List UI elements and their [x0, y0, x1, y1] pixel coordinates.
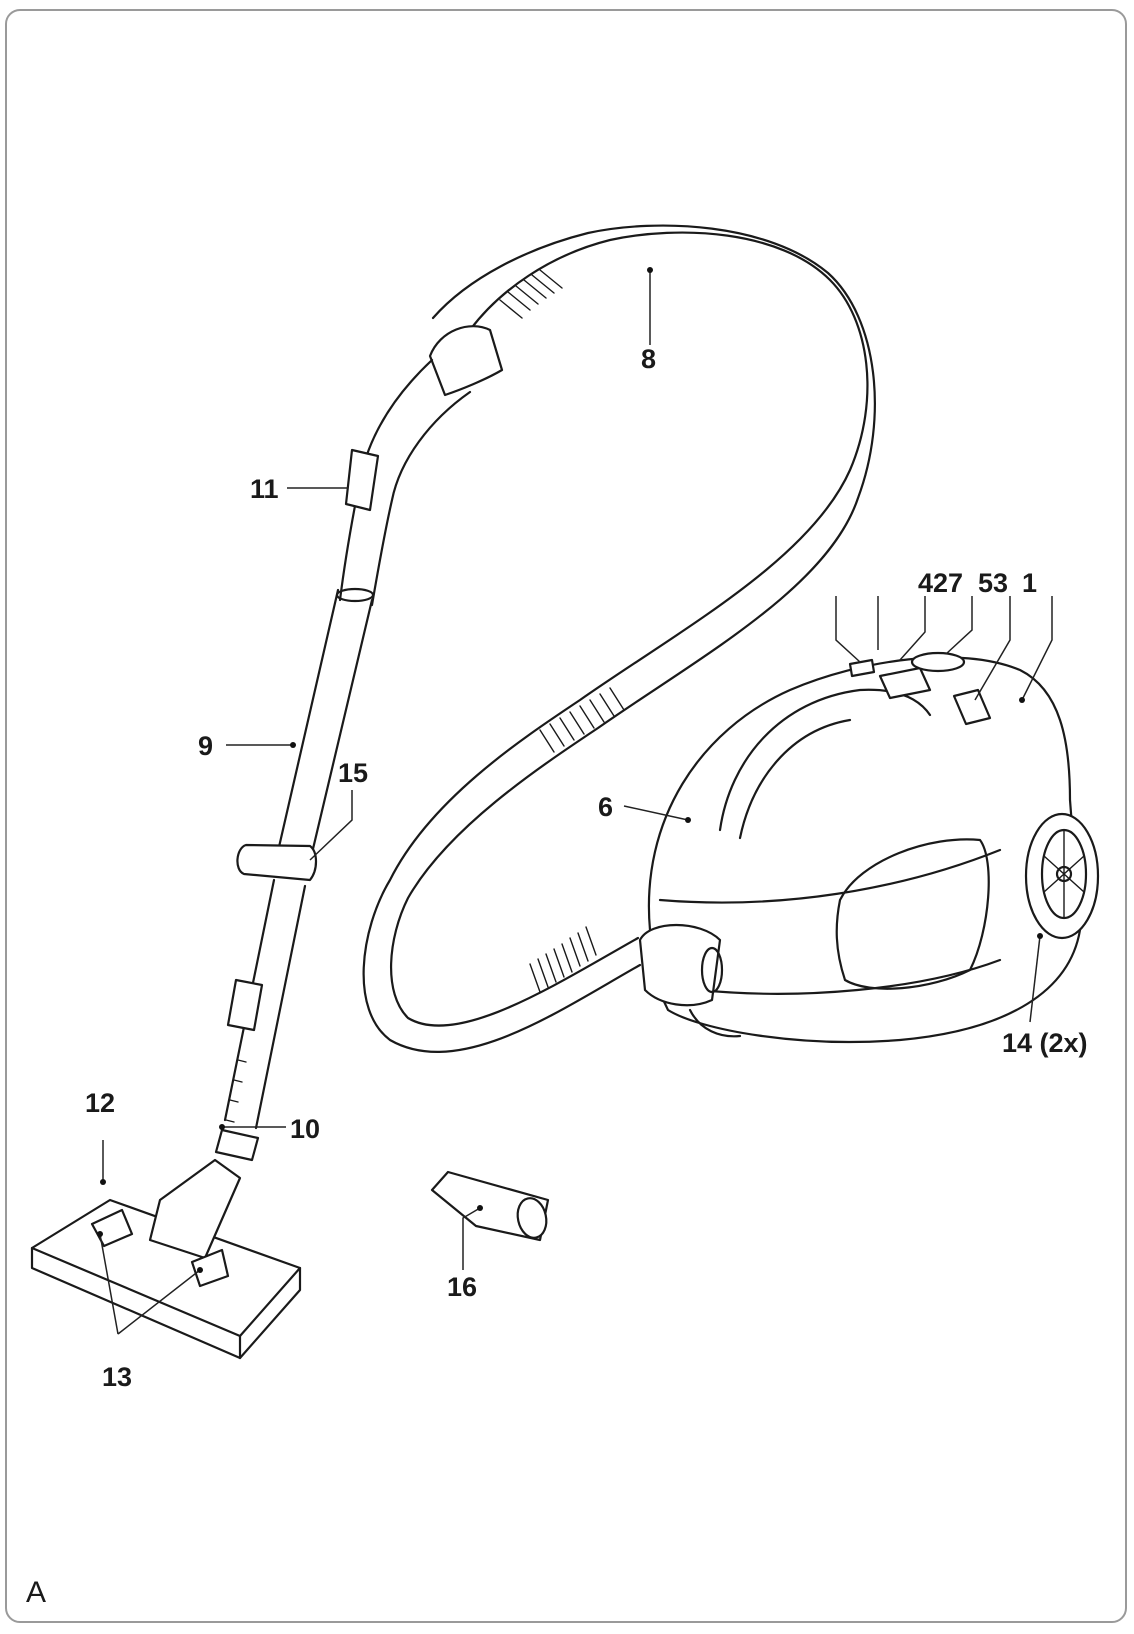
callout-10: 10 — [290, 1114, 320, 1144]
callout-16: 16 — [447, 1272, 477, 1302]
callout-11: 11 — [250, 474, 279, 504]
callout-8: 8 — [641, 344, 656, 374]
callout-12: 12 — [85, 1088, 115, 1118]
callout-15: 15 — [338, 758, 368, 788]
vacuum-body — [638, 651, 1100, 1044]
callout-1: 1 — [1022, 568, 1037, 598]
callout-427: 427 — [918, 568, 963, 598]
hose — [362, 224, 876, 1053]
crevice-tool — [430, 1170, 550, 1242]
callout-13: 13 — [102, 1362, 132, 1392]
callout-6: 6 — [598, 792, 613, 822]
callout-labels: 8 11 427 53 1 9 15 6 14 (2x) 12 10 16 13 — [85, 344, 1088, 1392]
leader-lines — [97, 267, 1053, 1335]
page-frame — [5, 9, 1127, 1623]
panel-letter: A — [26, 1576, 46, 1609]
callout-9: 9 — [198, 731, 213, 761]
callout-53: 53 — [978, 568, 1008, 598]
callout-14: 14 (2x) — [1002, 1028, 1088, 1058]
floor-nozzle — [30, 1158, 302, 1360]
wand-assembly — [214, 358, 472, 1162]
